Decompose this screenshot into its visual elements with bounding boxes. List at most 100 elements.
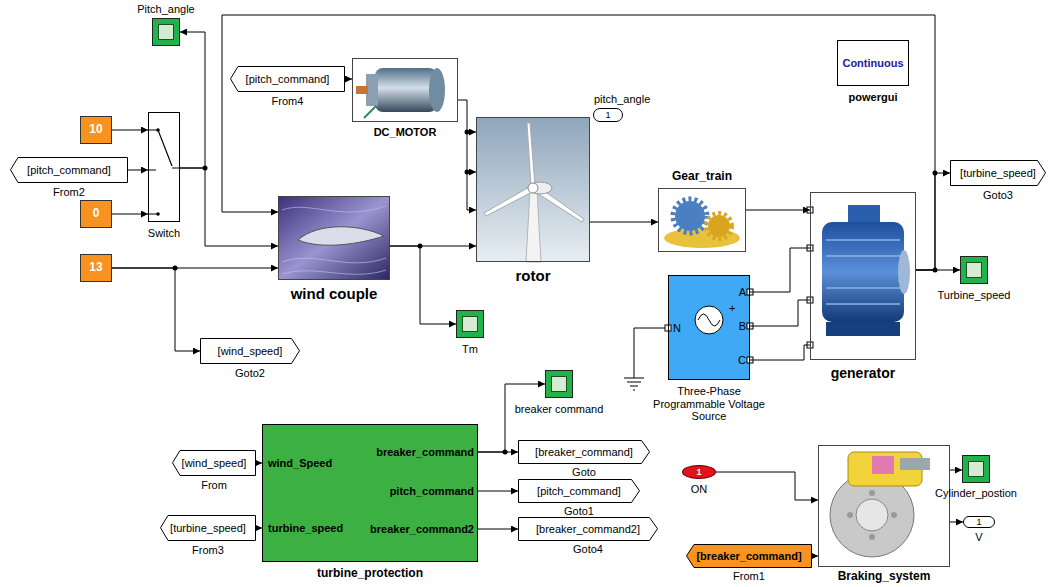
block-label: Goto2 bbox=[235, 367, 265, 380]
signal-line bbox=[916, 270, 960, 271]
turbine-picture bbox=[527, 123, 535, 186]
block-label: rotor bbox=[516, 267, 551, 284]
dc-motor-picture bbox=[375, 68, 437, 112]
block-label: powergui bbox=[849, 91, 898, 104]
tag-outline bbox=[173, 451, 256, 476]
block-label: From1 bbox=[733, 570, 765, 583]
tag-outline bbox=[519, 518, 658, 541]
dc-motor-picture bbox=[364, 106, 376, 118]
scope-screen bbox=[968, 461, 984, 477]
goto-tag: [wind_speed]Goto2 bbox=[200, 338, 300, 364]
switch-symbol bbox=[148, 130, 180, 214]
signal-line bbox=[746, 210, 810, 211]
block-label: Goto4 bbox=[573, 543, 603, 556]
turbine-picture bbox=[528, 183, 538, 193]
gear-picture bbox=[673, 199, 707, 233]
block-label: V bbox=[975, 531, 982, 544]
junction-dot bbox=[465, 170, 470, 175]
signal-line bbox=[590, 222, 658, 223]
airfoil-picture bbox=[298, 227, 384, 246]
block-label: wind couple bbox=[291, 285, 378, 302]
port-name: turbine_speed bbox=[268, 522, 343, 535]
from-tag: [pitch_command]From4 bbox=[230, 66, 345, 92]
picture-block: generator bbox=[810, 192, 916, 360]
switch-symbol bbox=[148, 112, 180, 222]
picture-block: DC_MOTOR bbox=[352, 58, 458, 122]
port-name: A bbox=[739, 286, 746, 299]
signal-line bbox=[478, 529, 518, 530]
signal-line bbox=[750, 248, 810, 292]
block-value: [pitch_command] bbox=[27, 164, 111, 177]
port-name: breaker_command2 bbox=[370, 523, 474, 536]
voltage-source-symbol bbox=[665, 275, 753, 380]
port-name: pitch_command bbox=[390, 485, 474, 498]
phase-wire bbox=[634, 300, 810, 378]
generator-picture bbox=[810, 192, 916, 360]
generator-picture bbox=[826, 240, 900, 304]
powergui-block: Continuouspowergui bbox=[837, 40, 909, 86]
brake-picture bbox=[900, 458, 930, 470]
block-value: 0 bbox=[93, 207, 100, 221]
switch-block: Switch bbox=[148, 112, 180, 222]
block-value: [pitch_command] bbox=[246, 73, 330, 86]
brake-picture bbox=[847, 512, 853, 518]
brake-picture bbox=[869, 534, 875, 540]
block-label: Tm bbox=[462, 343, 478, 356]
signal-line bbox=[390, 246, 456, 324]
block-value: [pitch_command] bbox=[537, 485, 621, 498]
ground-symbol bbox=[624, 378, 644, 390]
generator-picture bbox=[822, 222, 904, 322]
scope-screen bbox=[158, 24, 174, 40]
block-label: pitch_angle bbox=[594, 93, 650, 106]
signal-line bbox=[950, 470, 962, 471]
block-label: breaker command bbox=[515, 403, 604, 416]
constant-block: 13 bbox=[80, 254, 112, 282]
turbine-picture bbox=[476, 117, 590, 262]
block-label: DC_MOTOR bbox=[374, 126, 437, 139]
brake-picture bbox=[856, 499, 888, 531]
generator-picture bbox=[807, 192, 916, 360]
block-value: [breaker_command] bbox=[535, 446, 633, 459]
from-tag: [wind_speed]From bbox=[172, 450, 256, 476]
signal-line bbox=[478, 491, 518, 492]
junction-dot bbox=[173, 130, 938, 455]
from-tag: [pitch_command]From2 bbox=[10, 157, 128, 183]
signal-lines bbox=[112, 15, 963, 556]
signal-line bbox=[112, 130, 148, 131]
gear-picture bbox=[658, 188, 746, 252]
tag-outline bbox=[687, 545, 812, 568]
block-value: [breaker_command] bbox=[696, 550, 801, 563]
voltage-source-symbol bbox=[668, 275, 750, 380]
voltage-source-symbol bbox=[698, 314, 720, 326]
phase-wire bbox=[634, 300, 810, 378]
block-label: From2 bbox=[53, 186, 85, 199]
signal-line bbox=[180, 32, 205, 168]
subsystem-block: wind_Speedturbine_speedbreaker_commandpi… bbox=[262, 424, 478, 562]
tag-outline bbox=[951, 161, 1046, 186]
constant-block: 1ON bbox=[682, 465, 716, 479]
goto-tag: [pitch_command]Goto1 bbox=[518, 479, 640, 503]
tag-outline bbox=[519, 441, 650, 464]
block-value: [wind_speed] bbox=[218, 345, 283, 358]
block-value: 13 bbox=[89, 261, 102, 275]
gear-picture bbox=[708, 215, 730, 237]
port-name: C bbox=[738, 354, 746, 367]
block-label: Pitch_angle bbox=[137, 3, 195, 16]
port-name: B bbox=[739, 320, 746, 333]
tag-outline bbox=[231, 67, 345, 92]
signal-line bbox=[916, 173, 950, 270]
block-value: [breaker_command2] bbox=[536, 523, 640, 536]
block-label: Cylinder_postion bbox=[935, 487, 1017, 500]
from-tag: [breaker_command]From1 bbox=[686, 544, 812, 568]
block-label: turbine_protection bbox=[317, 567, 423, 581]
signal-line bbox=[222, 15, 935, 270]
constant-block: 10 bbox=[80, 116, 112, 144]
switch-symbol bbox=[156, 128, 160, 132]
turbine-picture bbox=[484, 186, 534, 216]
brake-picture bbox=[891, 512, 897, 518]
picture-block: wind couple bbox=[278, 196, 390, 280]
scope-block: Cylinder_postion bbox=[962, 455, 990, 483]
block-value: [turbine_speed] bbox=[960, 167, 1036, 180]
brake-picture bbox=[872, 456, 894, 474]
turbine-picture bbox=[476, 117, 590, 262]
